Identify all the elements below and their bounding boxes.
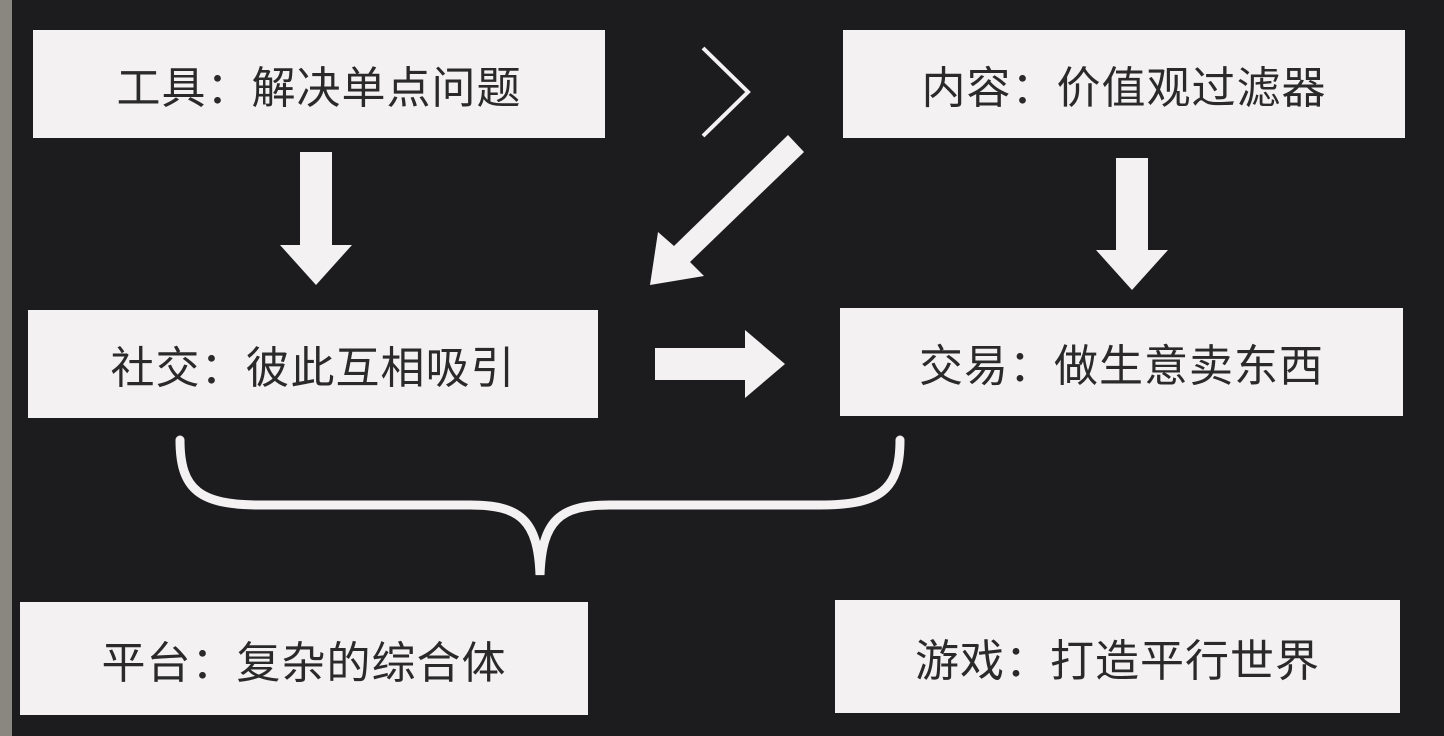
box-game: 游戏：打造平行世界 xyxy=(835,600,1400,713)
box-content: 内容：价值观过滤器 xyxy=(843,30,1405,138)
page-edge xyxy=(0,0,12,736)
greater-than-symbol xyxy=(701,46,751,138)
box-platform: 平台：复杂的综合体 xyxy=(20,602,588,715)
box-trade: 交易：做生意卖东西 xyxy=(840,308,1403,416)
diagonal-arrow-content-to-social xyxy=(650,135,804,285)
right-arrow-social-to-trade xyxy=(655,330,785,398)
down-arrow-content-to-trade xyxy=(1096,158,1168,290)
down-arrow-tool-to-social xyxy=(280,152,352,285)
box-social: 社交：彼此互相吸引 xyxy=(28,310,598,418)
curly-brace xyxy=(175,435,905,576)
box-tool: 工具：解决单点问题 xyxy=(33,30,605,138)
